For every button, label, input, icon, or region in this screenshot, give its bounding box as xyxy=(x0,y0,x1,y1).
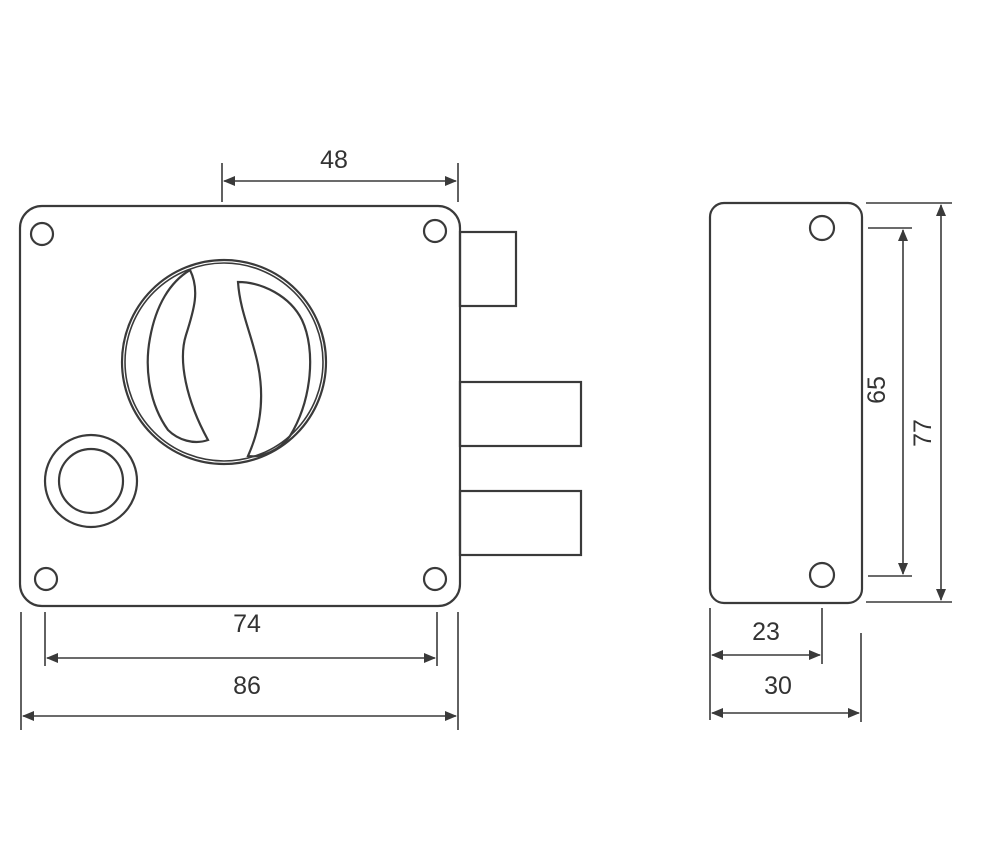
dimension-30: 30 xyxy=(711,633,862,722)
dimension-86: 86 xyxy=(20,612,459,730)
key-cylinder-inner xyxy=(57,447,125,515)
side-screw-hole-bottom xyxy=(808,561,836,589)
dimension-77: 77 xyxy=(866,202,952,603)
dead-bolt-lower xyxy=(458,489,583,557)
screw-hole-bottom-right xyxy=(422,566,448,592)
dimension-label-23: 23 xyxy=(752,618,780,646)
dimension-label-86: 86 xyxy=(233,672,261,700)
thumb-turn-knob xyxy=(120,258,328,466)
knob-groove-left xyxy=(146,268,210,444)
screw-hole-top-right xyxy=(422,218,448,244)
knob-groove-right xyxy=(236,280,312,458)
key-cylinder-outer xyxy=(43,433,139,529)
dimension-label-30: 30 xyxy=(764,672,792,700)
screw-hole-top-left xyxy=(29,221,55,247)
lock-body-front xyxy=(18,204,462,608)
side-view xyxy=(708,201,864,605)
dimension-23: 23 xyxy=(709,608,823,720)
front-view xyxy=(18,204,583,608)
dimension-74: 74 xyxy=(44,610,438,666)
dimension-65: 65 xyxy=(863,227,912,577)
screw-hole-bottom-left xyxy=(33,566,59,592)
dimension-label-74: 74 xyxy=(233,610,261,638)
dimension-label-65: 65 xyxy=(863,376,891,404)
side-screw-hole-top xyxy=(808,214,836,242)
dimension-48: 48 xyxy=(221,146,459,202)
dimension-label-77: 77 xyxy=(909,419,937,447)
latch-bolt xyxy=(458,230,518,308)
dead-bolt-upper xyxy=(458,380,583,448)
dimension-label-48: 48 xyxy=(320,146,348,174)
lock-body-side xyxy=(708,201,864,605)
